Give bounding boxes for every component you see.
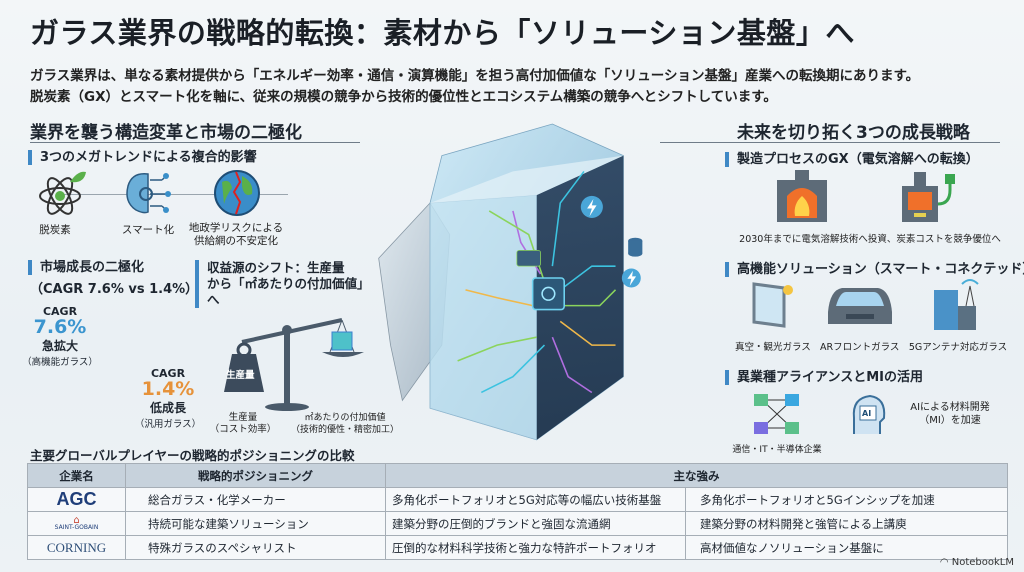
electric-furnace-icon: [902, 172, 955, 222]
car-ar-windshield-icon: [828, 288, 892, 324]
smart-window-icon: [752, 282, 793, 328]
divider: [30, 142, 360, 143]
solutions-heading: 高機能ソリューション（スマート・コネクテッド）: [725, 262, 1024, 277]
table-row: ⌂SAINT-GOBAIN 持続可能な建築ソリューション 建築分野の圧倒的ブラン…: [27, 511, 1008, 536]
header-positioning: 戦略的ポジショニング: [125, 463, 386, 488]
growth-note: （汎用ガラス）: [134, 419, 202, 430]
ai-head-icon: [852, 394, 886, 434]
revenue-shift-heading: 収益源のシフト：生産量 から「㎡あたりの付加価値」 へ: [195, 260, 370, 308]
trend-label-decarbonization: 脱炭素: [39, 224, 71, 236]
brain-circuit-icon: [126, 173, 171, 214]
weight-label: 生産量: [226, 370, 255, 381]
subtitle-line-1: ガラス業界は、単なる素材提供から「エネルギー効率・通信・演算機能」を担う高付加価…: [30, 68, 920, 84]
strength-cell: 高材価値なノソリューション基盤に: [685, 535, 1008, 560]
scale-right-label: ㎡あたりの付加価値 （技術的優性・精密加工）: [290, 413, 399, 435]
database-icon: [628, 237, 643, 257]
positioning-cell: 特殊ガラスのスペシャリスト: [125, 535, 386, 560]
high-growth-block: CAGR 7.6% 急拡大 （高機能ガラス）: [20, 305, 100, 368]
glass-cube-illustration: [378, 123, 643, 441]
low-growth-block: CAGR 1.4% 低成長 （汎用ガラス）: [128, 367, 208, 430]
page-title: ガラス業界の戦略的転換：素材から「ソリューション基盤」へ: [30, 16, 855, 50]
header-company: 企業名: [27, 463, 126, 488]
furnace-icon: [777, 170, 827, 222]
cagr-label: CAGR: [42, 305, 78, 318]
notebooklm-logo-icon: ◠: [939, 557, 952, 568]
scale-left-label: 生産量 （コスト効率）: [209, 412, 277, 435]
table-row: CORNING 特殊ガラスのスペシャリスト 圧倒的な材料科学技術と強力な特許ポー…: [27, 535, 1008, 560]
lightning-bolt-icon: [621, 268, 641, 288]
market-heading-cagr: （CAGR 7.6% vs 1.4%）: [30, 282, 199, 297]
trend-label-geopolitics: 地政学リスクによる 供給網の不安定化: [188, 222, 284, 247]
megatrends-heading: 3つのメガトレンドによる複合的影響: [28, 150, 257, 165]
growth-desc: 急拡大: [41, 339, 78, 353]
saint-gobain-logo-icon: ⌂: [73, 514, 80, 526]
market-heading: 市場成長の二極化: [28, 260, 144, 275]
ai-label: AIによる材料開発 （MI）を加速: [910, 402, 990, 426]
gx-heading: 製造プロセスのGX（電気溶解への転換）: [725, 152, 979, 167]
solution-label: ARフロントガラス: [820, 342, 900, 353]
growth-desc: 低成長: [149, 401, 186, 415]
right-section-heading: 未来を切り拓く3つの成長戦略: [737, 123, 970, 143]
positioning-cell: 持続可能な建築ソリューション: [125, 511, 386, 536]
cagr-value-high: 7.6%: [33, 316, 87, 338]
cagr-label: CAGR: [150, 367, 186, 380]
solution-label: 5Gアンテナ対応ガラス: [908, 342, 1008, 353]
strength-cell: 建築分野の圧倒的ブランドと強固な流通網: [385, 511, 686, 536]
header-strengths: 主な強み: [385, 463, 1008, 488]
company-logo-corning: CORNING: [27, 535, 126, 560]
strength-cell: 建築分野の材料開発と強管による上講庾: [685, 511, 1008, 536]
positioning-cell: 総合ガラス・化学メーカー: [125, 487, 386, 512]
table-title: 主要グローバルプレイヤーの戦略的ポジショニングの比較: [30, 448, 355, 463]
5g-building-icon: [934, 279, 979, 330]
alliance-heading: 異業種アライアンスとMIの活用: [725, 370, 923, 385]
atom-leaf-icon: [39, 171, 86, 215]
strength-cell: 圧倒的な材料科学技術と強力な特許ポートフォリオ: [385, 535, 686, 560]
trend-label-smart: スマート化: [121, 224, 175, 236]
notebooklm-brand: ◠ NotebookLM: [940, 557, 1014, 568]
solution-label: 真空・観光ガラス: [735, 342, 811, 353]
company-logo-agc: AGC: [27, 487, 126, 512]
strength-cell: 多角化ポートフォリオと5Gインシップを加速: [685, 487, 1008, 512]
subtitle-line-2: 脱炭素（GX）とスマート化を軸に、従来の規模の競争から技術的優位性とエコシステム…: [30, 89, 777, 105]
strength-cell: 多角化ポートフォリオと5G対応等の幅広い技術基盤: [385, 487, 686, 512]
network-label: 通信・IT・半導体企業: [732, 445, 822, 455]
growth-note: （高機能ガラス）: [22, 357, 98, 368]
cagr-value-low: 1.4%: [141, 378, 195, 400]
cracked-globe-icon: [214, 170, 260, 216]
company-name: SAINT-GOBAIN: [54, 523, 99, 531]
table-row: AGC 総合ガラス・化学メーカー 多角化ポートフォリオと5G対応等の幅広い技術基…: [27, 487, 1008, 512]
table-header-row: 企業名 戦略的ポジショニング 主な強み: [27, 463, 1008, 488]
ai-icon-text: AI: [862, 409, 872, 418]
balance-scale-icon: [224, 318, 364, 411]
brand-text: NotebookLM: [951, 557, 1014, 568]
gx-caption: 2030年までに電気溶解技術へ投資、炭素コストを競争優位へ: [739, 234, 1001, 245]
left-section-heading: 業界を襲う構造変革と市場の二極化: [30, 123, 302, 143]
network-cubes-icon: [754, 394, 799, 434]
company-logo-saint-gobain: ⌂SAINT-GOBAIN: [27, 511, 126, 536]
divider: [660, 142, 1000, 143]
comparison-table: 企業名 戦略的ポジショニング 主な強み AGC 総合ガラス・化学メーカー 多角化…: [27, 463, 1008, 560]
lightning-bolt-icon: [580, 195, 603, 218]
connector-line: [58, 194, 288, 195]
